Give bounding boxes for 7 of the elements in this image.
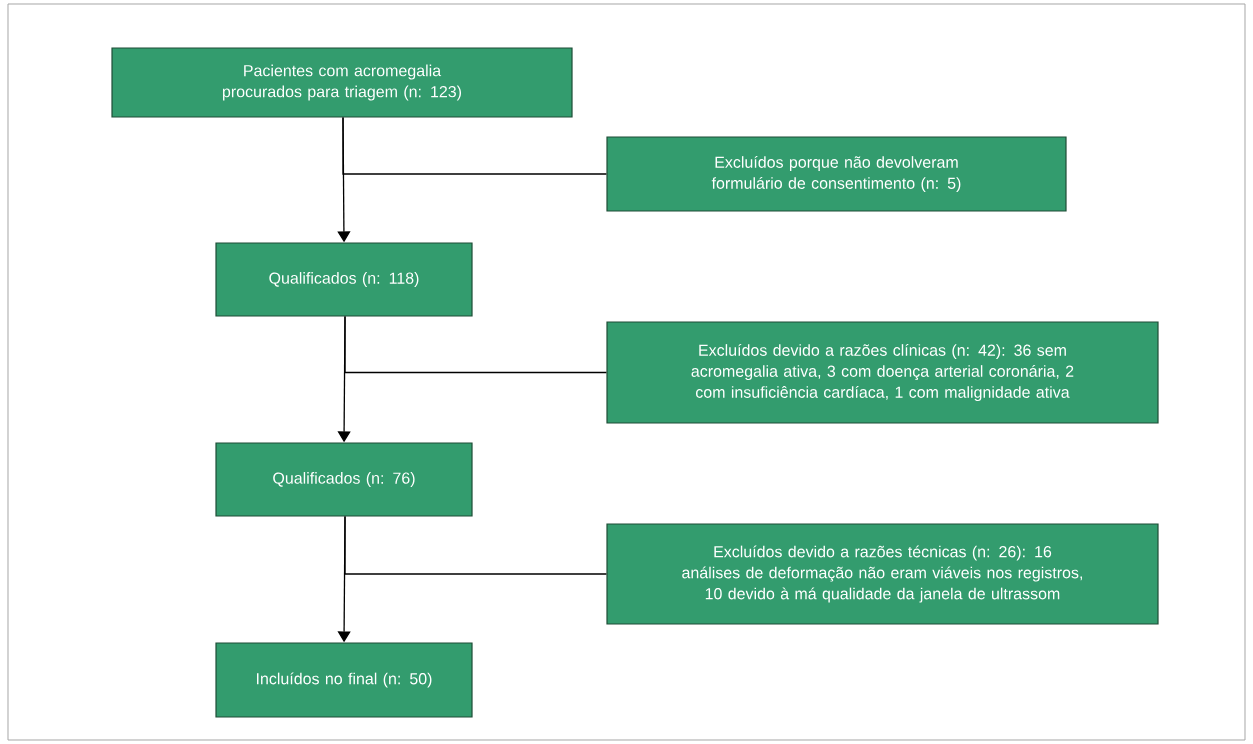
process-box: Excluídos devido a razões técnicas (n: 26): 16 análises de deformação não eram viáveis nos registros, 10 devido à má qualidade da janela de ultrassom xyxy=(606,523,1159,625)
process-box: Incluídos no final (n: 50) xyxy=(215,642,473,718)
process-box: Excluídos porque não devolveram formulário de consentimento (n: 5) xyxy=(606,136,1067,212)
process-box: Excluídos devido a razões clínicas (n: 42): 36 sem acromegalia ativa, 3 com doença arterial coronária, 2 com insuficiência cardíaca, 1 com malignidade ativa xyxy=(606,321,1159,424)
process-box: Qualificados (n: 76) xyxy=(215,442,473,517)
process-box: Qualificados (n: 118) xyxy=(215,242,473,317)
process-box: Pacientes com acromegalia procurados para triagem (n: 123) xyxy=(111,47,573,118)
